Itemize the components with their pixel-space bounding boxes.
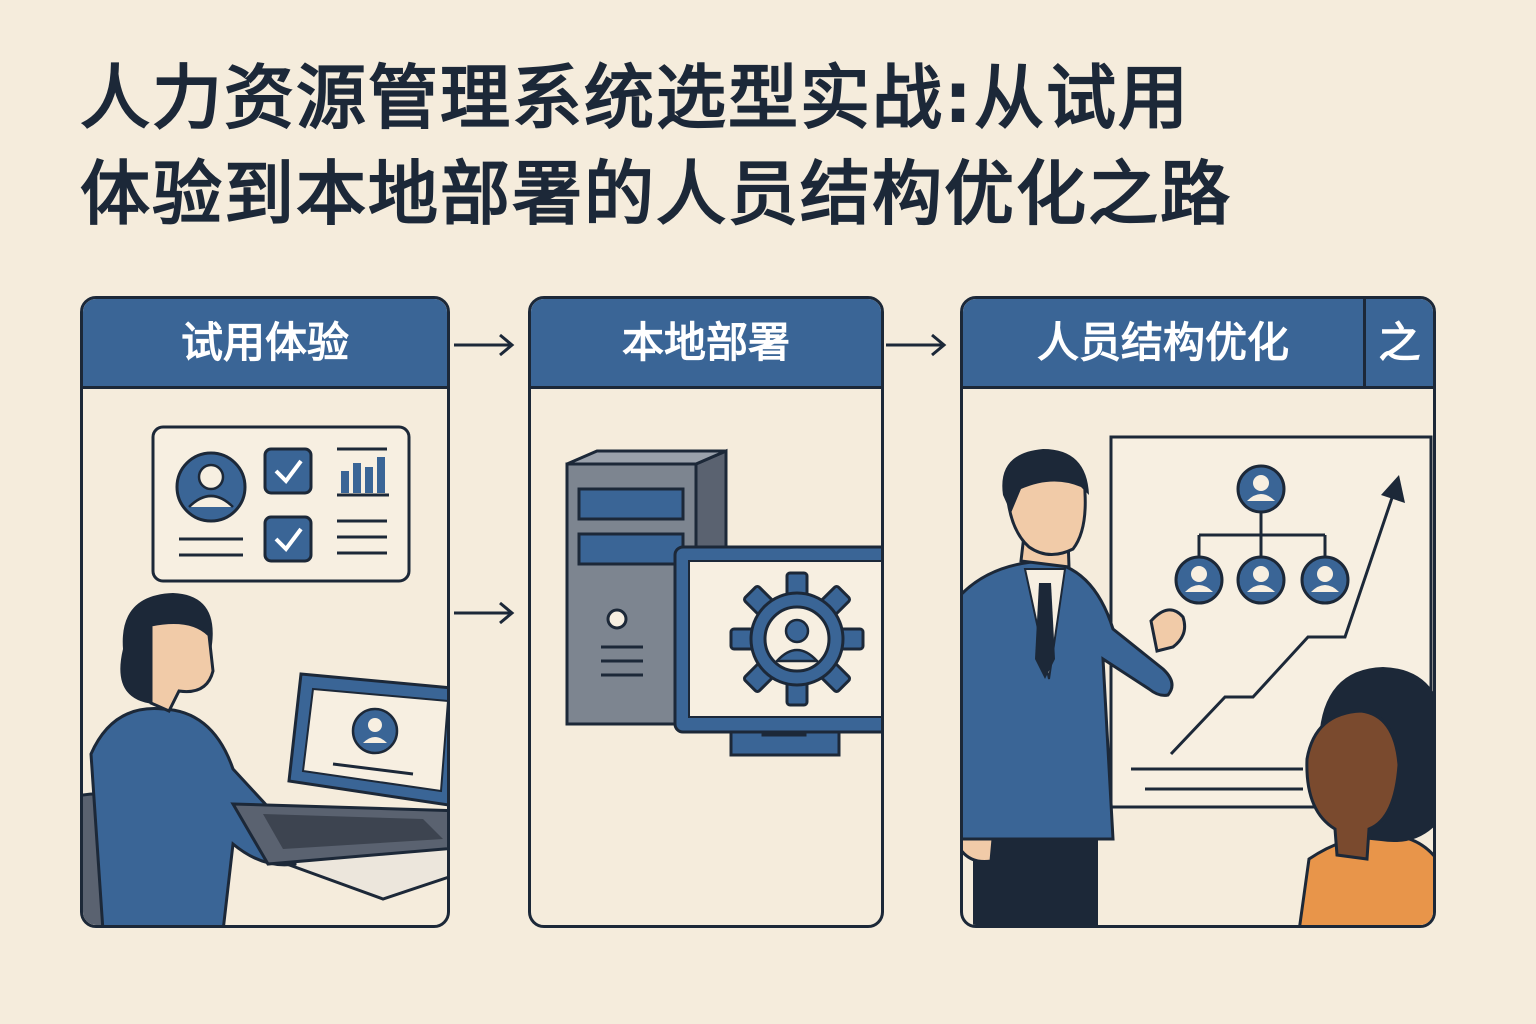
panel-deploy-title: 本地部署: [621, 318, 790, 367]
panel-optimize-title: 人员结构优化: [1036, 318, 1289, 367]
audience-figure: [1298, 667, 1433, 925]
arrow-right-icon: [454, 601, 515, 625]
panel-trial-title: 试用体验: [180, 318, 349, 367]
panel-deploy: 本地部署: [528, 296, 884, 928]
panel-trial-header: 试用体验: [83, 299, 447, 389]
gear-user-icon: [729, 571, 865, 707]
trial-illustration: [83, 425, 447, 925]
optimize-illustration: [963, 435, 1433, 925]
panel-trial: 试用体验: [80, 296, 450, 928]
checkbox-icon: [263, 515, 313, 563]
presenter-figure: [963, 449, 1187, 925]
checkbox-icon: [263, 447, 313, 495]
bar-chart-icon: [337, 457, 389, 497]
panel-optimize: 人员结构优化 之: [960, 296, 1436, 928]
deploy-illustration: [565, 448, 881, 757]
panel-optimize-header: 人员结构优化 之: [963, 299, 1433, 389]
header-divider: [1363, 299, 1366, 386]
arrow-right-icon: [886, 333, 947, 357]
panel-optimize-extra: 之: [1378, 318, 1421, 367]
panel-deploy-header: 本地部署: [531, 299, 881, 389]
user-icon: [175, 451, 247, 523]
page-title: 人力资源管理系统选型实战:从试用 体验到本地部署的人员结构优化之路: [80, 57, 1232, 235]
arrow-right-icon: [454, 333, 515, 357]
org-chart-icon: [1174, 464, 1350, 605]
